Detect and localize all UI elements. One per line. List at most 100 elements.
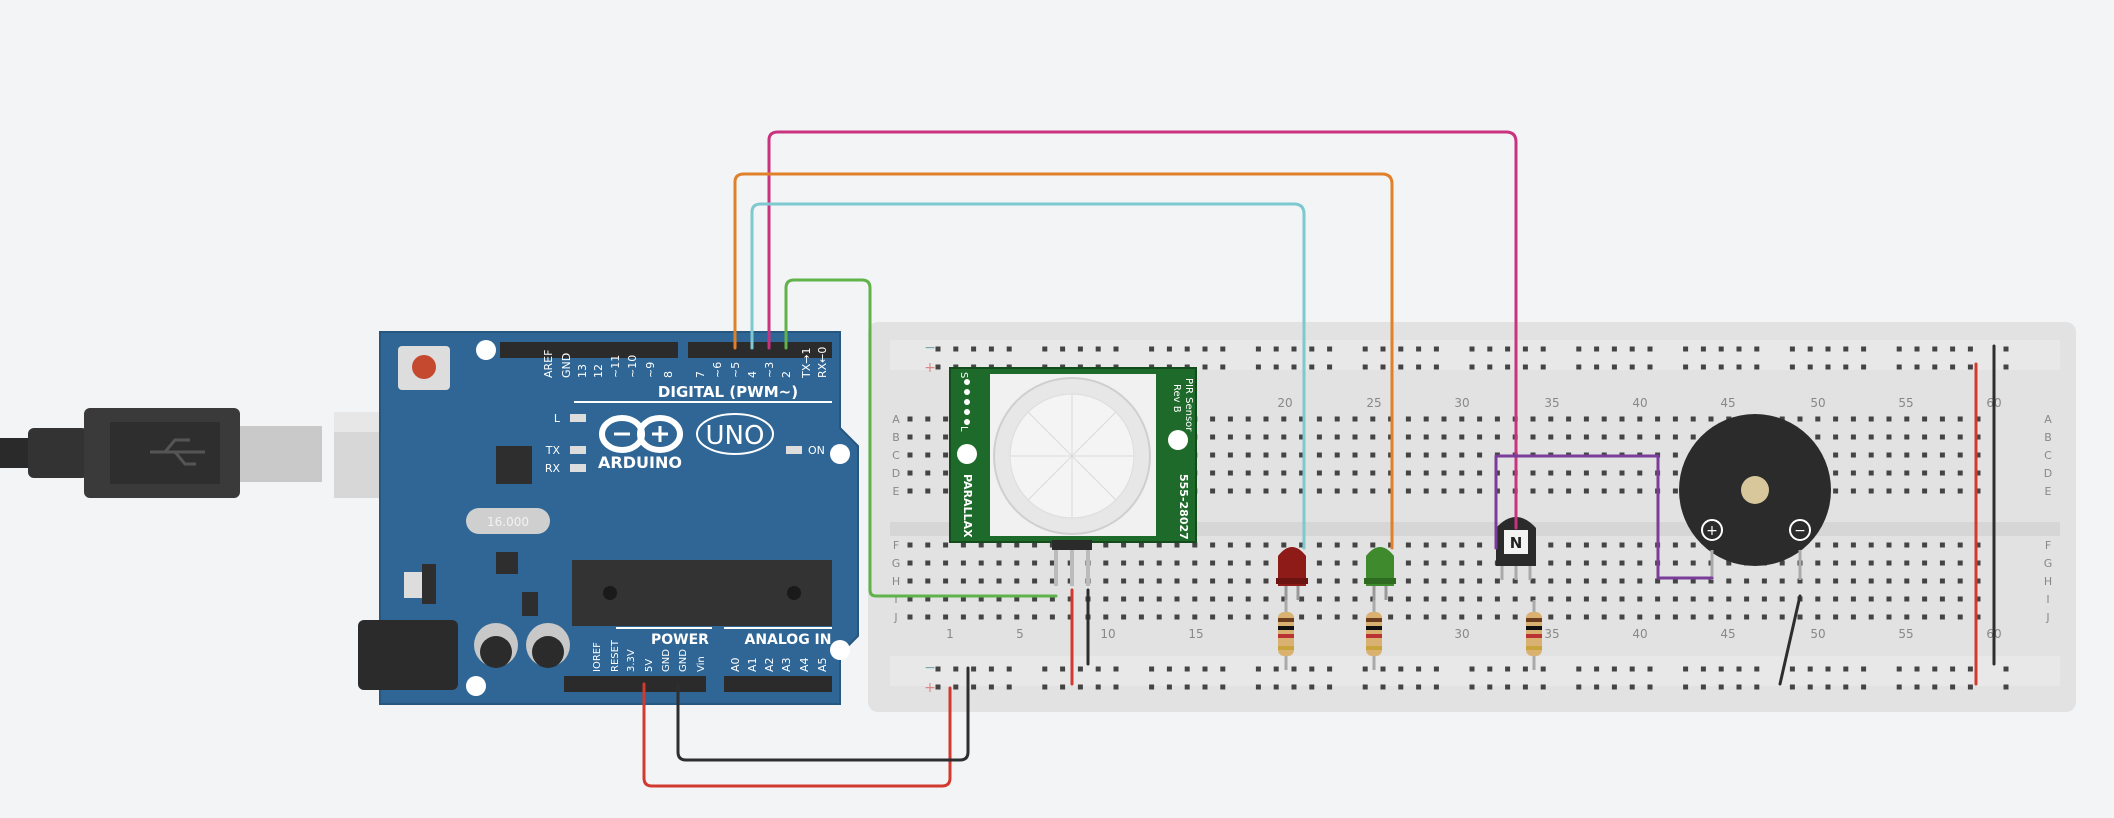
rail-hole[interactable] bbox=[1576, 666, 1582, 672]
breadboard-hole[interactable] bbox=[1210, 452, 1216, 458]
breadboard-hole[interactable] bbox=[1637, 470, 1643, 476]
breadboard-hole[interactable] bbox=[1708, 614, 1714, 620]
breadboard-hole[interactable] bbox=[1459, 560, 1465, 566]
breadboard-hole[interactable] bbox=[1850, 578, 1856, 584]
breadboard-hole[interactable] bbox=[1904, 596, 1910, 602]
breadboard-hole[interactable] bbox=[1192, 578, 1198, 584]
rail-hole[interactable] bbox=[1095, 666, 1101, 672]
breadboard-hole[interactable] bbox=[1334, 614, 1340, 620]
breadboard-hole[interactable] bbox=[1601, 488, 1607, 494]
breadboard-hole[interactable] bbox=[1530, 488, 1536, 494]
breadboard-hole[interactable] bbox=[1370, 542, 1376, 548]
rail-hole[interactable] bbox=[1113, 684, 1119, 690]
rail-hole[interactable] bbox=[1825, 684, 1831, 690]
rail-hole[interactable] bbox=[1202, 346, 1208, 352]
breadboard-hole[interactable] bbox=[1922, 578, 1928, 584]
breadboard-hole[interactable] bbox=[1370, 434, 1376, 440]
breadboard-hole[interactable] bbox=[1939, 452, 1945, 458]
rail-hole[interactable] bbox=[1416, 346, 1422, 352]
breadboard-hole[interactable] bbox=[1103, 542, 1109, 548]
breadboard-hole[interactable] bbox=[1423, 614, 1429, 620]
rail-hole[interactable] bbox=[953, 346, 959, 352]
breadboard-hole[interactable] bbox=[1619, 578, 1625, 584]
breadboard-hole[interactable] bbox=[1530, 596, 1536, 602]
breadboard-hole[interactable] bbox=[943, 560, 949, 566]
breadboard-hole[interactable] bbox=[1957, 434, 1963, 440]
breadboard-hole[interactable] bbox=[1316, 434, 1322, 440]
breadboard-hole[interactable] bbox=[943, 452, 949, 458]
breadboard-hole[interactable] bbox=[1868, 614, 1874, 620]
breadboard-hole[interactable] bbox=[1174, 596, 1180, 602]
breadboard-hole[interactable] bbox=[1672, 614, 1678, 620]
breadboard-hole[interactable] bbox=[1316, 560, 1322, 566]
rail-hole[interactable] bbox=[1825, 346, 1831, 352]
rail-hole[interactable] bbox=[1487, 364, 1493, 370]
breadboard-hole[interactable] bbox=[1352, 452, 1358, 458]
breadboard-hole[interactable] bbox=[1868, 578, 1874, 584]
breadboard-hole[interactable] bbox=[1637, 542, 1643, 548]
breadboard-hole[interactable] bbox=[907, 416, 913, 422]
breadboard-hole[interactable] bbox=[1459, 416, 1465, 422]
breadboard-hole[interactable] bbox=[1548, 542, 1554, 548]
breadboard-hole[interactable] bbox=[1103, 560, 1109, 566]
rail-hole[interactable] bbox=[1505, 684, 1511, 690]
breadboard-hole[interactable] bbox=[1566, 614, 1572, 620]
breadboard-hole[interactable] bbox=[1975, 560, 1981, 566]
breadboard-hole[interactable] bbox=[1441, 452, 1447, 458]
breadboard-hole[interactable] bbox=[1904, 614, 1910, 620]
rail-hole[interactable] bbox=[1522, 346, 1528, 352]
breadboard-hole[interactable] bbox=[1441, 542, 1447, 548]
rail-hole[interactable] bbox=[1861, 684, 1867, 690]
breadboard-hole[interactable] bbox=[1619, 596, 1625, 602]
rail-hole[interactable] bbox=[1398, 346, 1404, 352]
breadboard-hole[interactable] bbox=[1797, 614, 1803, 620]
rail-hole[interactable] bbox=[1202, 364, 1208, 370]
breadboard-hole[interactable] bbox=[960, 542, 966, 548]
breadboard-hole[interactable] bbox=[1281, 416, 1287, 422]
breadboard-hole[interactable] bbox=[1886, 542, 1892, 548]
breadboard-hole[interactable] bbox=[925, 614, 931, 620]
rail-hole[interactable] bbox=[1611, 364, 1617, 370]
rail-hole[interactable] bbox=[1932, 666, 1938, 672]
breadboard-hole[interactable] bbox=[1619, 470, 1625, 476]
breadboard-hole[interactable] bbox=[943, 578, 949, 584]
breadboard-hole[interactable] bbox=[1192, 614, 1198, 620]
rail-hole[interactable] bbox=[935, 684, 941, 690]
rail-hole[interactable] bbox=[1006, 666, 1012, 672]
breadboard-hole[interactable] bbox=[1833, 542, 1839, 548]
rail-hole[interactable] bbox=[1914, 666, 1920, 672]
breadboard-hole[interactable] bbox=[1833, 434, 1839, 440]
analog-header[interactable] bbox=[724, 676, 832, 692]
breadboard-hole[interactable] bbox=[1352, 488, 1358, 494]
rail-hole[interactable] bbox=[1950, 364, 1956, 370]
breadboard-hole[interactable] bbox=[943, 596, 949, 602]
breadboard-hole[interactable] bbox=[1032, 560, 1038, 566]
breadboard-hole[interactable] bbox=[1334, 452, 1340, 458]
breadboard-hole[interactable] bbox=[1815, 596, 1821, 602]
breadboard-hole[interactable] bbox=[1263, 434, 1269, 440]
breadboard-hole[interactable] bbox=[1281, 452, 1287, 458]
npn-transistor[interactable]: N bbox=[1496, 517, 1536, 580]
rail-hole[interactable] bbox=[1060, 346, 1066, 352]
rail-hole[interactable] bbox=[1166, 684, 1172, 690]
rail-hole[interactable] bbox=[1522, 684, 1528, 690]
breadboard-hole[interactable] bbox=[1334, 470, 1340, 476]
rail-hole[interactable] bbox=[1220, 666, 1226, 672]
breadboard-hole[interactable] bbox=[1352, 614, 1358, 620]
rail-hole[interactable] bbox=[1594, 684, 1600, 690]
breadboard-hole[interactable] bbox=[1975, 470, 1981, 476]
rail-hole[interactable] bbox=[1202, 666, 1208, 672]
breadboard-hole[interactable] bbox=[1868, 434, 1874, 440]
breadboard-hole[interactable] bbox=[1566, 470, 1572, 476]
rail-hole[interactable] bbox=[1273, 684, 1279, 690]
rail-hole[interactable] bbox=[1077, 346, 1083, 352]
rail-hole[interactable] bbox=[1718, 364, 1724, 370]
breadboard-hole[interactable] bbox=[1548, 470, 1554, 476]
rail-hole[interactable] bbox=[1576, 684, 1582, 690]
rail-hole[interactable] bbox=[1273, 346, 1279, 352]
breadboard-hole[interactable] bbox=[1957, 578, 1963, 584]
breadboard-hole[interactable] bbox=[1868, 560, 1874, 566]
breadboard-hole[interactable] bbox=[1316, 578, 1322, 584]
breadboard-hole[interactable] bbox=[1904, 416, 1910, 422]
